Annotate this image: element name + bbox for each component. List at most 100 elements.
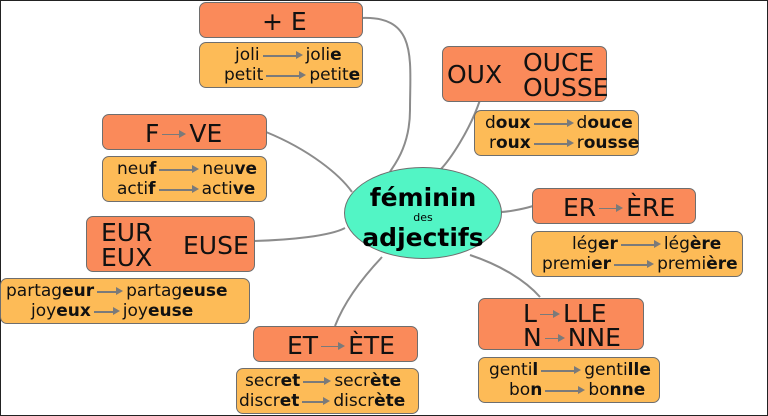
rule-lle-to2: NNE (567, 323, 621, 352)
example-masc-stem: neu (117, 159, 150, 179)
example-fem-ending: ère (706, 254, 738, 274)
arrow-icon (533, 118, 574, 128)
example-fem-stem: r (576, 133, 584, 153)
example-fem-ending: ousse (583, 133, 640, 153)
rule-eur-from2: EUX (101, 243, 153, 272)
example-fem-ending: nne (609, 380, 646, 400)
example-fem-stem: discr (333, 391, 375, 411)
arrow-icon (599, 203, 624, 213)
example-fem-ending: ète (374, 391, 406, 411)
arrow-icon (266, 70, 307, 80)
rule-eur-to: EUSE (183, 231, 249, 260)
link-e (361, 16, 412, 173)
arrow-icon (533, 138, 574, 148)
arrow-icon (162, 129, 187, 139)
example-fem-stem: lég (663, 234, 690, 254)
example-masc-stem: d (485, 113, 496, 133)
example-masc-ending: n (530, 380, 543, 400)
example-masc-ending: f (148, 179, 156, 199)
rule-fve-to: VE (189, 119, 223, 148)
rule-oux-to2: OUSSE (523, 73, 609, 102)
rule-lle-row2: N NNE (523, 325, 621, 350)
rule-oux-to1: OUCE (523, 48, 595, 77)
arrow-icon (302, 396, 331, 406)
example-masc-stem: joy (31, 301, 57, 321)
example-fem-ending: e (330, 45, 342, 65)
example-fem-stem: joli (305, 45, 331, 65)
arrow-icon (158, 184, 199, 194)
example-fem-stem: bo (588, 380, 610, 400)
arrow-icon (303, 376, 332, 386)
example-fem-stem: premi (657, 254, 707, 274)
example-masc-ending: oux (496, 133, 531, 153)
example-fem-stem: secr (334, 371, 370, 391)
example-masc-stem: acti (117, 179, 149, 199)
example-fem-ending: ète (369, 371, 402, 391)
link-oux (439, 99, 481, 171)
rule-e-text: + E (262, 7, 307, 36)
example-fem-stem: partag (126, 281, 183, 301)
example-fem-ending: euse (147, 301, 194, 321)
example-masc-ending: eur (62, 281, 95, 301)
example-fem-stem: petit (309, 65, 349, 85)
link-er (499, 205, 534, 213)
example-fem-ending: lle (627, 360, 651, 380)
arrow-icon (545, 385, 586, 395)
rule-box-fve: F VE (102, 114, 267, 150)
rule-box-oux: OUX OUCE OUSSE (442, 46, 609, 102)
arrow-icon (544, 333, 565, 343)
example-masc-ending: oux (495, 113, 531, 133)
example-masc-ending: et (279, 391, 300, 411)
example-masc-ending: et (280, 371, 301, 391)
rule-oux-from: OUX (447, 60, 503, 89)
link-fve (265, 131, 353, 193)
example-fem-stem: acti (201, 179, 233, 199)
arrow-icon (97, 286, 124, 296)
example-masc: petit (224, 65, 264, 85)
arrow-icon (321, 341, 346, 351)
example-fem-stem: neu (202, 159, 235, 179)
rule-lle-from2: N (523, 323, 542, 352)
rule-eur-from1: EUR (101, 218, 153, 247)
rule-box-eur: EUR EUX EUSE (86, 216, 255, 272)
rule-box-e: + E (199, 2, 363, 38)
example-masc-ending: l (532, 360, 539, 380)
example-masc: joli (235, 45, 260, 65)
example-masc-stem: secr (245, 371, 281, 391)
example-masc-stem: premi (542, 254, 592, 274)
center-node: féminin des adjectifs (344, 167, 502, 259)
example-fem-stem: d (576, 113, 588, 133)
arrow-icon (620, 239, 661, 249)
rule-er-to: ÈRE (626, 193, 676, 222)
example-masc-ending: f (149, 159, 157, 179)
example-fem-ending: ve (234, 159, 258, 179)
example-masc-ending: er (597, 234, 618, 254)
center-title-line3: adjectifs (362, 223, 484, 252)
center-title-line2: des (413, 211, 433, 224)
example-fem-ending: ère (689, 234, 722, 254)
rule-lle-from1: L (523, 299, 537, 328)
arrow-icon (159, 164, 200, 174)
rule-fve-from: F (145, 119, 160, 148)
